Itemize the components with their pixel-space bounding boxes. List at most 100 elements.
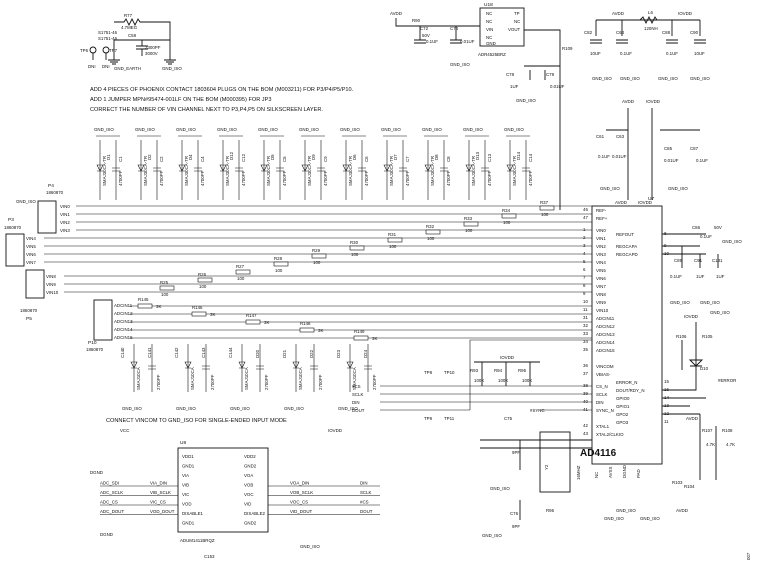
gnd-iso-xtal-b: GND_ISO — [482, 533, 502, 538]
u7-pin-name: REF+ — [596, 216, 608, 221]
p4-pin-1: VIN1 — [60, 212, 70, 217]
vref-section: AVDD R90 C72 C74 50V 0.1UF 0.01UF U18 NC… — [390, 2, 573, 210]
adc-resistor-symbol — [299, 327, 315, 333]
u18-pin-vin: VIN — [486, 27, 493, 32]
u7-top-iovdd: IOVDD — [638, 200, 652, 205]
gnd-iso-label: GND_ISO — [258, 127, 278, 132]
right-side-parts: C86 0.1UF 50V GND_ISO C89 C91 C131 0.1UF… — [662, 225, 742, 489]
iso-right-net: VOB_SCLK — [290, 490, 313, 495]
adc-resistor-value: 3K — [318, 328, 323, 333]
u7-pin-name: ERROR_N — [616, 380, 637, 385]
avdd-net-vref: AVDD — [390, 11, 402, 16]
vcc-net: VCC — [120, 428, 129, 433]
c86-val: 0.1UF — [700, 234, 712, 239]
u7-pin-name: SCLK — [596, 392, 608, 397]
earth-ref-a: S1751-46 — [98, 30, 118, 35]
tvs-diode-symbol — [219, 164, 227, 172]
resistor-value: 100 — [275, 268, 283, 273]
tvs-diode-symbol — [424, 164, 432, 172]
u7-pin-number: 33 — [583, 331, 588, 336]
c61-ref: C61 — [596, 134, 605, 139]
p4-pn: 1860870 — [46, 190, 64, 195]
u8-right-pin: GND2 — [244, 521, 257, 526]
c63-ref: C63 — [616, 134, 625, 139]
c131-ref: C131 — [712, 258, 723, 263]
u7-pin-number: 47 — [583, 215, 588, 220]
resistor-ref: R37 — [540, 200, 549, 205]
p5-pn: 1860870 — [20, 308, 38, 313]
cs-net: #CS — [352, 384, 361, 389]
u7-pin-number: 40 — [583, 399, 588, 404]
tvs-part: SMAJ30CA-TR — [512, 156, 517, 186]
c82-ref: C82 — [584, 30, 593, 35]
adc-resistor-symbol — [137, 303, 153, 309]
tvs-diode-symbol — [506, 164, 514, 172]
y2-ref: Y2 — [544, 464, 549, 470]
u7-pin-name: CS_N — [596, 384, 608, 389]
earth-section: S1751-46 S1751-46 TP6 TP7 DNI DNI R77 4.… — [80, 13, 182, 71]
u8-right-pin: VDD2 — [244, 454, 256, 459]
resistor-ref: R30 — [350, 240, 359, 245]
tvs-part: SMAJ30CA-TR — [389, 156, 394, 186]
p4-gnd-iso: GND_ISO — [16, 199, 36, 204]
page-number: 007 — [746, 552, 751, 560]
connector-p3: P3 1860870 VIN4 VIN5 VIN6 VIN7 — [4, 217, 36, 267]
resistor-symbol — [311, 253, 327, 259]
u7-ref: U7 — [648, 196, 654, 202]
cap-value: 4700PF — [282, 170, 287, 186]
gnd-iso-pwr-f: GND_ISO — [668, 186, 688, 191]
u8-left-pin: GND1 — [182, 464, 195, 469]
u18-pin-tp: TP — [514, 11, 520, 16]
u7-pin-name: REFOUT — [616, 232, 634, 237]
u7-pin-name: VIN9 — [596, 300, 606, 305]
resistor-value: 100 — [237, 276, 245, 281]
u7-pin-number: 11 — [583, 307, 588, 312]
u18-pin-nc1: NC — [486, 11, 492, 16]
r107-val: 4.7K — [706, 442, 715, 447]
u7-pin-name: DIN — [596, 400, 604, 405]
u7-left-pin: DIN 40 — [583, 399, 604, 405]
c89-val: 0.1UF — [670, 274, 682, 279]
c74-ref: C74 — [450, 26, 459, 31]
pullup-section: IOVDD R93 R94 R95 100K 100K 100K #CS SCL… — [352, 339, 592, 421]
u8-right-pin: VOA — [244, 473, 253, 478]
adc-part-ref: C143 — [201, 347, 206, 358]
capacitor-symbol — [235, 167, 243, 172]
gnd-iso-label: GND_ISO — [381, 127, 401, 132]
c75-ref: C75 — [504, 416, 513, 421]
u8-left-pin: VDD1 — [182, 454, 194, 459]
gnd-iso-pwr-d: GND_ISO — [690, 76, 710, 81]
iso-right-net: VID_DOUT — [290, 509, 313, 514]
u7-left-pin: REF+ 47 — [583, 215, 608, 221]
earth-ref-b: S1751-46 — [98, 36, 118, 41]
u7-body — [591, 205, 663, 465]
tvs-diode-symbol — [96, 164, 104, 172]
u7-pin-number: 11 — [664, 419, 669, 424]
bom-note-1: ADD 4 PIECES OF PHOENIX CONTACT 1803604 … — [90, 87, 354, 93]
iso-mid-net: VIC_CS — [150, 500, 166, 505]
u8-left-pin: VOD — [182, 502, 192, 507]
series-resistor-row: R37100R34100R33100R32100R31100R30100R291… — [159, 200, 555, 297]
iso-right-net: VOA_DIN — [290, 481, 309, 486]
p4-pin-2: VIN2 — [60, 220, 70, 225]
error-net: #ERROR — [718, 378, 736, 383]
iso-left-net: ADC_SDI — [100, 481, 119, 486]
u7-pin-number: 38 — [583, 383, 588, 388]
u7-bottom-nc: NC — [594, 472, 599, 478]
c79-val: 0.01UF — [550, 84, 565, 89]
resistor-ref: R27 — [236, 264, 245, 269]
u8-right-pin: VOC — [244, 492, 254, 497]
u8-left-pin: VIC — [182, 492, 189, 497]
